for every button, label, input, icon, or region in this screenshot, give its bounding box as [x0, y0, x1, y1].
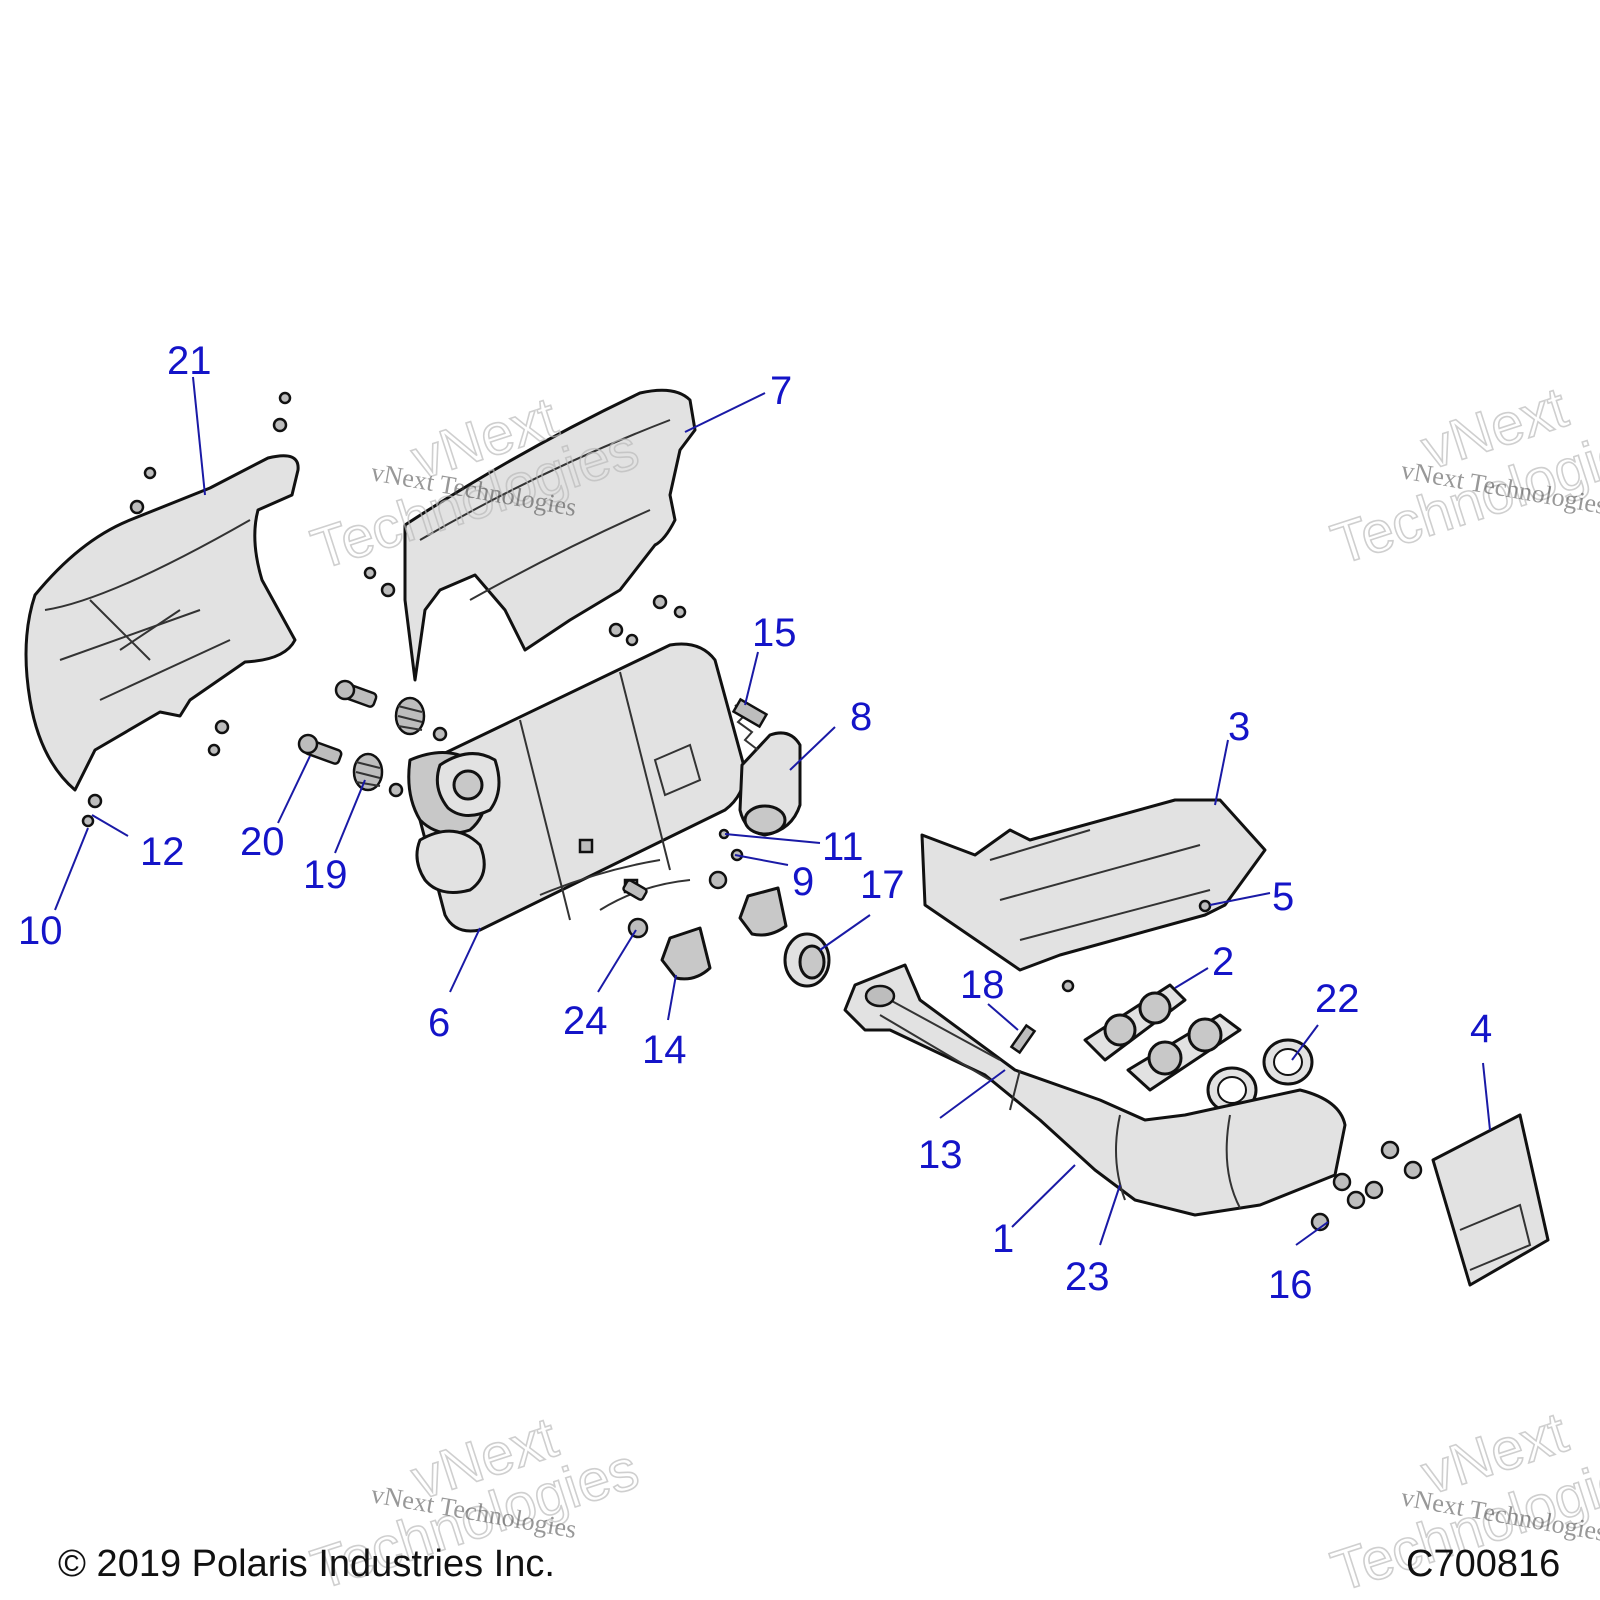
callout-7: 7 [770, 369, 792, 413]
callout-12: 12 [140, 830, 185, 874]
callout-4: 4 [1470, 1007, 1492, 1051]
callout-2: 2 [1212, 940, 1234, 984]
callout-17: 17 [860, 863, 905, 907]
heat-shield-muffler [363, 388, 697, 682]
fastener-hardware [297, 679, 744, 939]
exhaust-gasket-ring [783, 932, 831, 988]
tailpipe-tip [738, 731, 802, 837]
copyright-text: © 2019 Polaris Industries Inc. [58, 1543, 555, 1585]
spring-clip [731, 697, 769, 751]
leader-lines [54, 376, 1491, 1246]
callout-labels: 21 7 15 8 3 11 9 17 5 2 18 22 4 12 10 20… [18, 339, 1492, 1307]
callout-14: 14 [642, 1028, 687, 1072]
callout-23: 23 [1065, 1255, 1110, 1299]
mounting-bolts [1310, 1140, 1423, 1232]
heat-shield-left [24, 391, 300, 828]
callout-24: 24 [563, 999, 608, 1043]
diagram-code: C700816 [1406, 1543, 1560, 1585]
callout-10: 10 [18, 909, 63, 953]
callout-5: 5 [1272, 875, 1294, 919]
callout-19: 19 [303, 853, 348, 897]
watermark-top-right: vNext Technologies vNext Technologies [1323, 374, 1600, 578]
rubber-isolators [660, 886, 788, 981]
callout-9: 9 [792, 860, 814, 904]
callout-13: 13 [918, 1133, 963, 1177]
callout-11: 11 [822, 825, 864, 869]
callout-3: 3 [1228, 705, 1250, 749]
callout-6: 6 [428, 1001, 450, 1045]
callout-8: 8 [850, 695, 872, 739]
callout-18: 18 [960, 963, 1005, 1007]
callout-15: 15 [752, 611, 797, 655]
exhaust-head-pipe [843, 963, 1347, 1217]
callout-1: 1 [992, 1217, 1014, 1261]
muffler-assembly [407, 642, 747, 933]
guard-plate [1431, 1113, 1550, 1287]
callout-20: 20 [240, 820, 285, 864]
callout-22: 22 [1315, 977, 1360, 1021]
heat-shield-plate [920, 798, 1267, 993]
callout-16: 16 [1268, 1263, 1313, 1307]
callout-21: 21 [167, 339, 212, 383]
